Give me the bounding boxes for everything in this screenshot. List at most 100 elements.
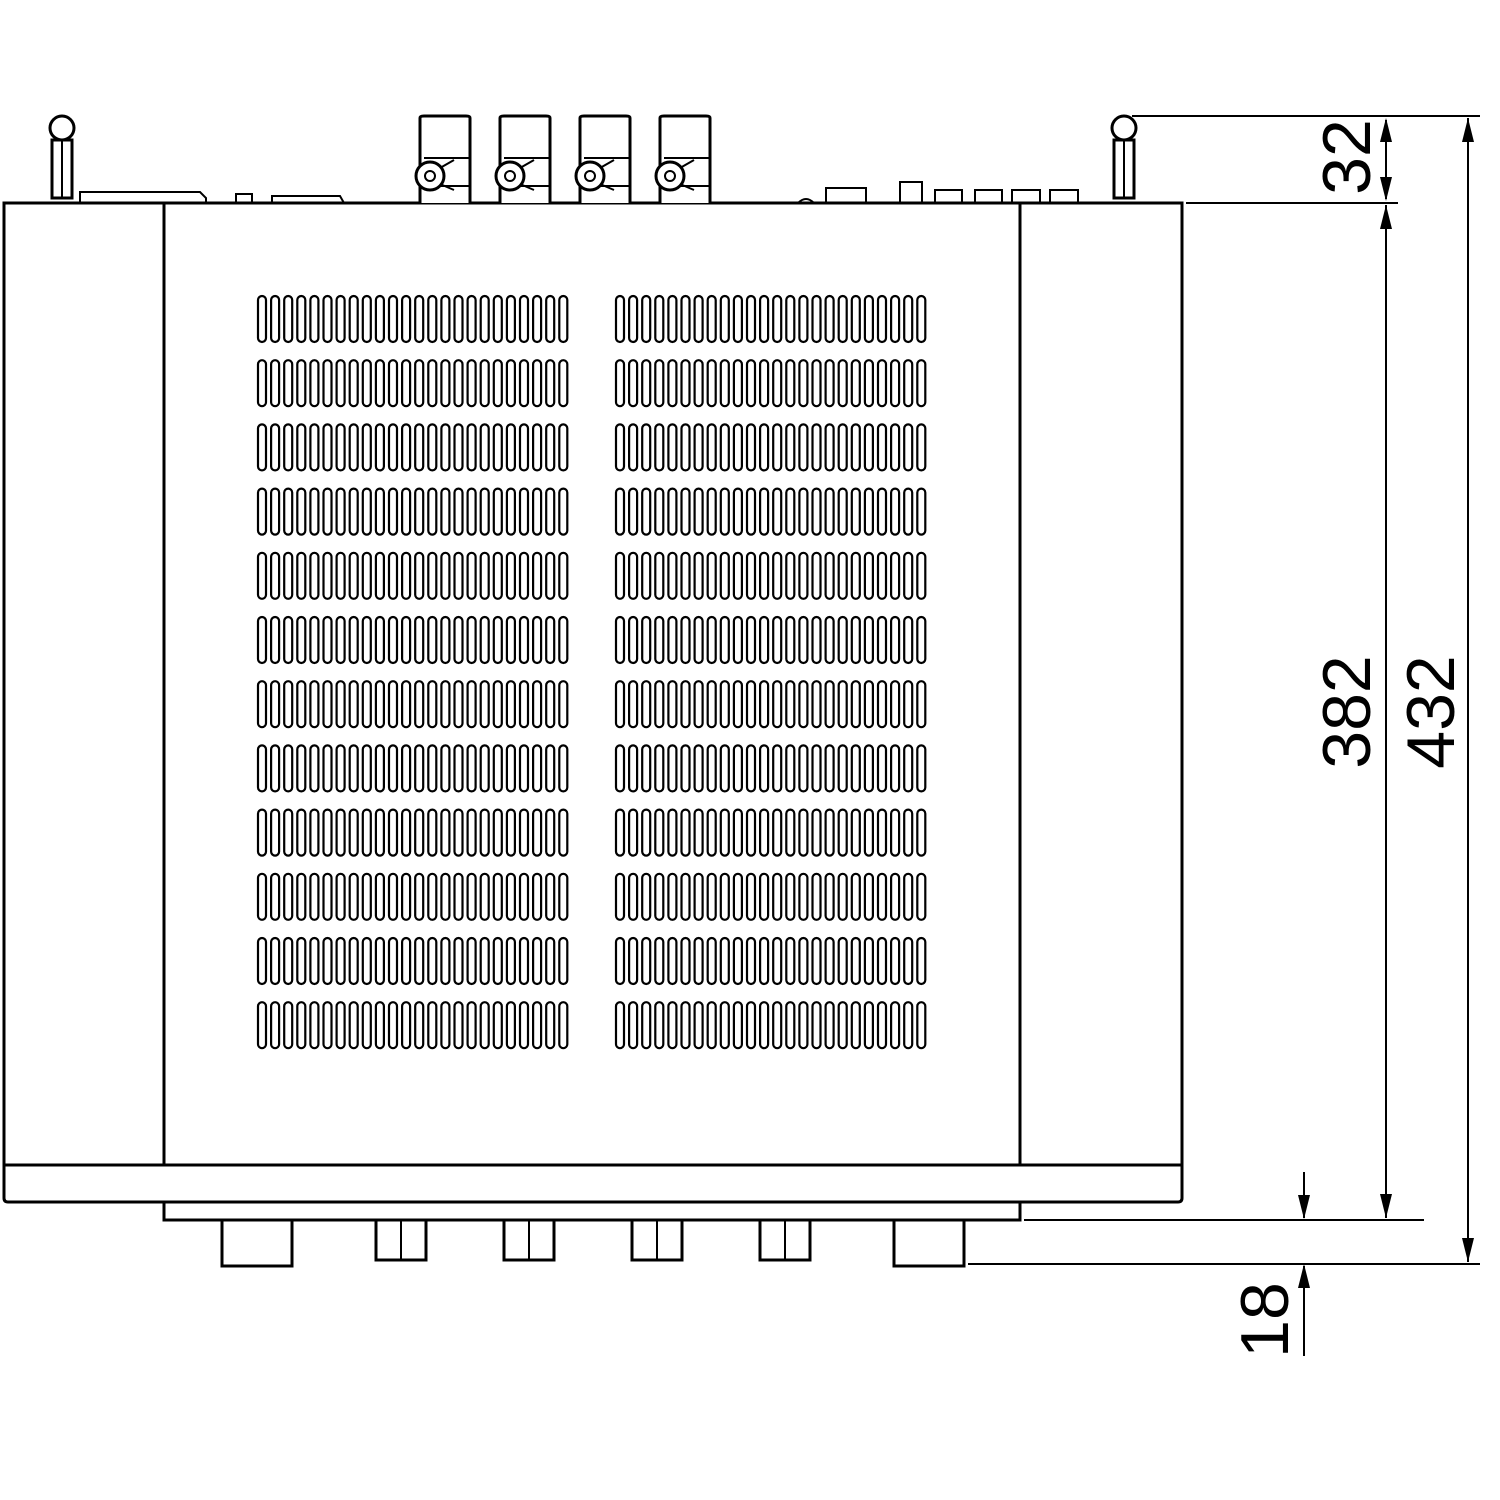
vent-slot	[270, 615, 281, 665]
vent-slot	[479, 680, 490, 729]
vent-slot	[654, 294, 665, 344]
vent-slot	[453, 808, 464, 857]
vent-slot	[614, 808, 626, 857]
vent-slot	[518, 359, 530, 408]
vent-slot	[876, 680, 888, 729]
speaker-terminal	[574, 114, 632, 203]
vent-slot	[283, 744, 294, 793]
vent-slot	[916, 359, 927, 408]
vent-slot	[706, 808, 717, 857]
vent-slot	[876, 808, 888, 857]
vent-slot	[889, 359, 901, 408]
vent-slot	[518, 423, 530, 472]
vent-slot	[427, 359, 438, 408]
vent-slot	[335, 615, 346, 665]
vent-slot	[414, 1001, 425, 1050]
vent-slot	[627, 551, 639, 600]
vent-slot	[811, 936, 822, 986]
vent-slot	[667, 423, 678, 472]
vent-slot	[732, 615, 744, 665]
vent-slot	[361, 615, 372, 665]
vent-slot	[627, 487, 639, 536]
vent-slot	[824, 872, 835, 921]
vent-slot	[824, 294, 835, 344]
vent-slot	[492, 1001, 503, 1050]
vent-slot	[531, 487, 543, 536]
vent-slot	[348, 359, 359, 408]
vent-slot	[256, 1001, 268, 1050]
vent-slot	[641, 872, 652, 921]
dim-label-32: 32	[1309, 119, 1385, 195]
vent-slot	[414, 359, 425, 408]
vent-slot	[811, 423, 822, 472]
vent-slot	[889, 423, 901, 472]
vent-slot	[785, 551, 796, 600]
vent-slot	[558, 423, 569, 472]
vent-slot	[492, 872, 503, 921]
vent-slot	[545, 680, 556, 729]
vent-slot	[545, 808, 556, 857]
vent-slot	[466, 294, 477, 344]
front-controls	[220, 1218, 966, 1268]
left-antenna-connector	[48, 114, 76, 200]
vent-slot	[785, 680, 796, 729]
vent-slot	[693, 615, 704, 665]
vent-slot	[414, 808, 425, 857]
vent-slot	[719, 294, 730, 344]
vent-slot	[654, 872, 665, 921]
vent-slot	[374, 1001, 385, 1050]
volume-knob-left	[220, 1218, 294, 1268]
vent-slot	[479, 615, 490, 665]
vent-slot	[706, 872, 717, 921]
vent-slot	[505, 423, 516, 472]
vent-slot	[693, 808, 704, 857]
vent-slot	[719, 487, 730, 536]
vent-slot	[283, 808, 294, 857]
vent-slot	[518, 551, 530, 600]
vent-slot	[440, 359, 451, 408]
vent-slot	[348, 294, 359, 344]
vent-slot	[798, 808, 809, 857]
vent-slot	[732, 1001, 744, 1050]
vent-slot	[427, 744, 438, 793]
vent-slot	[479, 423, 490, 472]
vent-slot	[719, 744, 730, 793]
vent-slot	[614, 551, 626, 600]
vent-slot	[903, 1001, 914, 1050]
vent-slot	[270, 1001, 281, 1050]
vent-slot	[850, 487, 861, 536]
vent-slot	[706, 359, 717, 408]
dim-arrows-32	[1380, 118, 1392, 201]
vent-slot	[667, 680, 678, 729]
vent-slot	[466, 680, 477, 729]
vent-slot	[719, 615, 730, 665]
vent-slot	[811, 744, 822, 793]
vent-slot	[558, 744, 569, 793]
vent-slot	[309, 872, 320, 921]
vent-slot	[256, 487, 268, 536]
vent-slot	[361, 744, 372, 793]
vent-slot	[401, 423, 412, 472]
vent-slot	[309, 744, 320, 793]
vent-slot	[719, 359, 730, 408]
vent-slot	[654, 423, 665, 472]
vent-slot	[903, 872, 914, 921]
vent-slot	[427, 551, 438, 600]
vent-slot	[453, 1001, 464, 1050]
vent-slot	[558, 294, 569, 344]
vent-slot	[361, 1001, 372, 1050]
vent-slot	[863, 680, 875, 729]
vent-slot	[505, 359, 516, 408]
vent-slot	[758, 872, 770, 921]
vent-slot	[732, 294, 744, 344]
vent-slot	[863, 872, 875, 921]
front-knob	[374, 1218, 428, 1262]
vent-slot	[545, 1001, 556, 1050]
vent-slot	[256, 680, 268, 729]
vent-slot	[680, 680, 691, 729]
vent-slot	[732, 808, 744, 857]
vent-slot	[374, 423, 385, 472]
vent-slot	[414, 680, 425, 729]
vent-slot	[518, 808, 530, 857]
vent-slot	[824, 936, 835, 986]
